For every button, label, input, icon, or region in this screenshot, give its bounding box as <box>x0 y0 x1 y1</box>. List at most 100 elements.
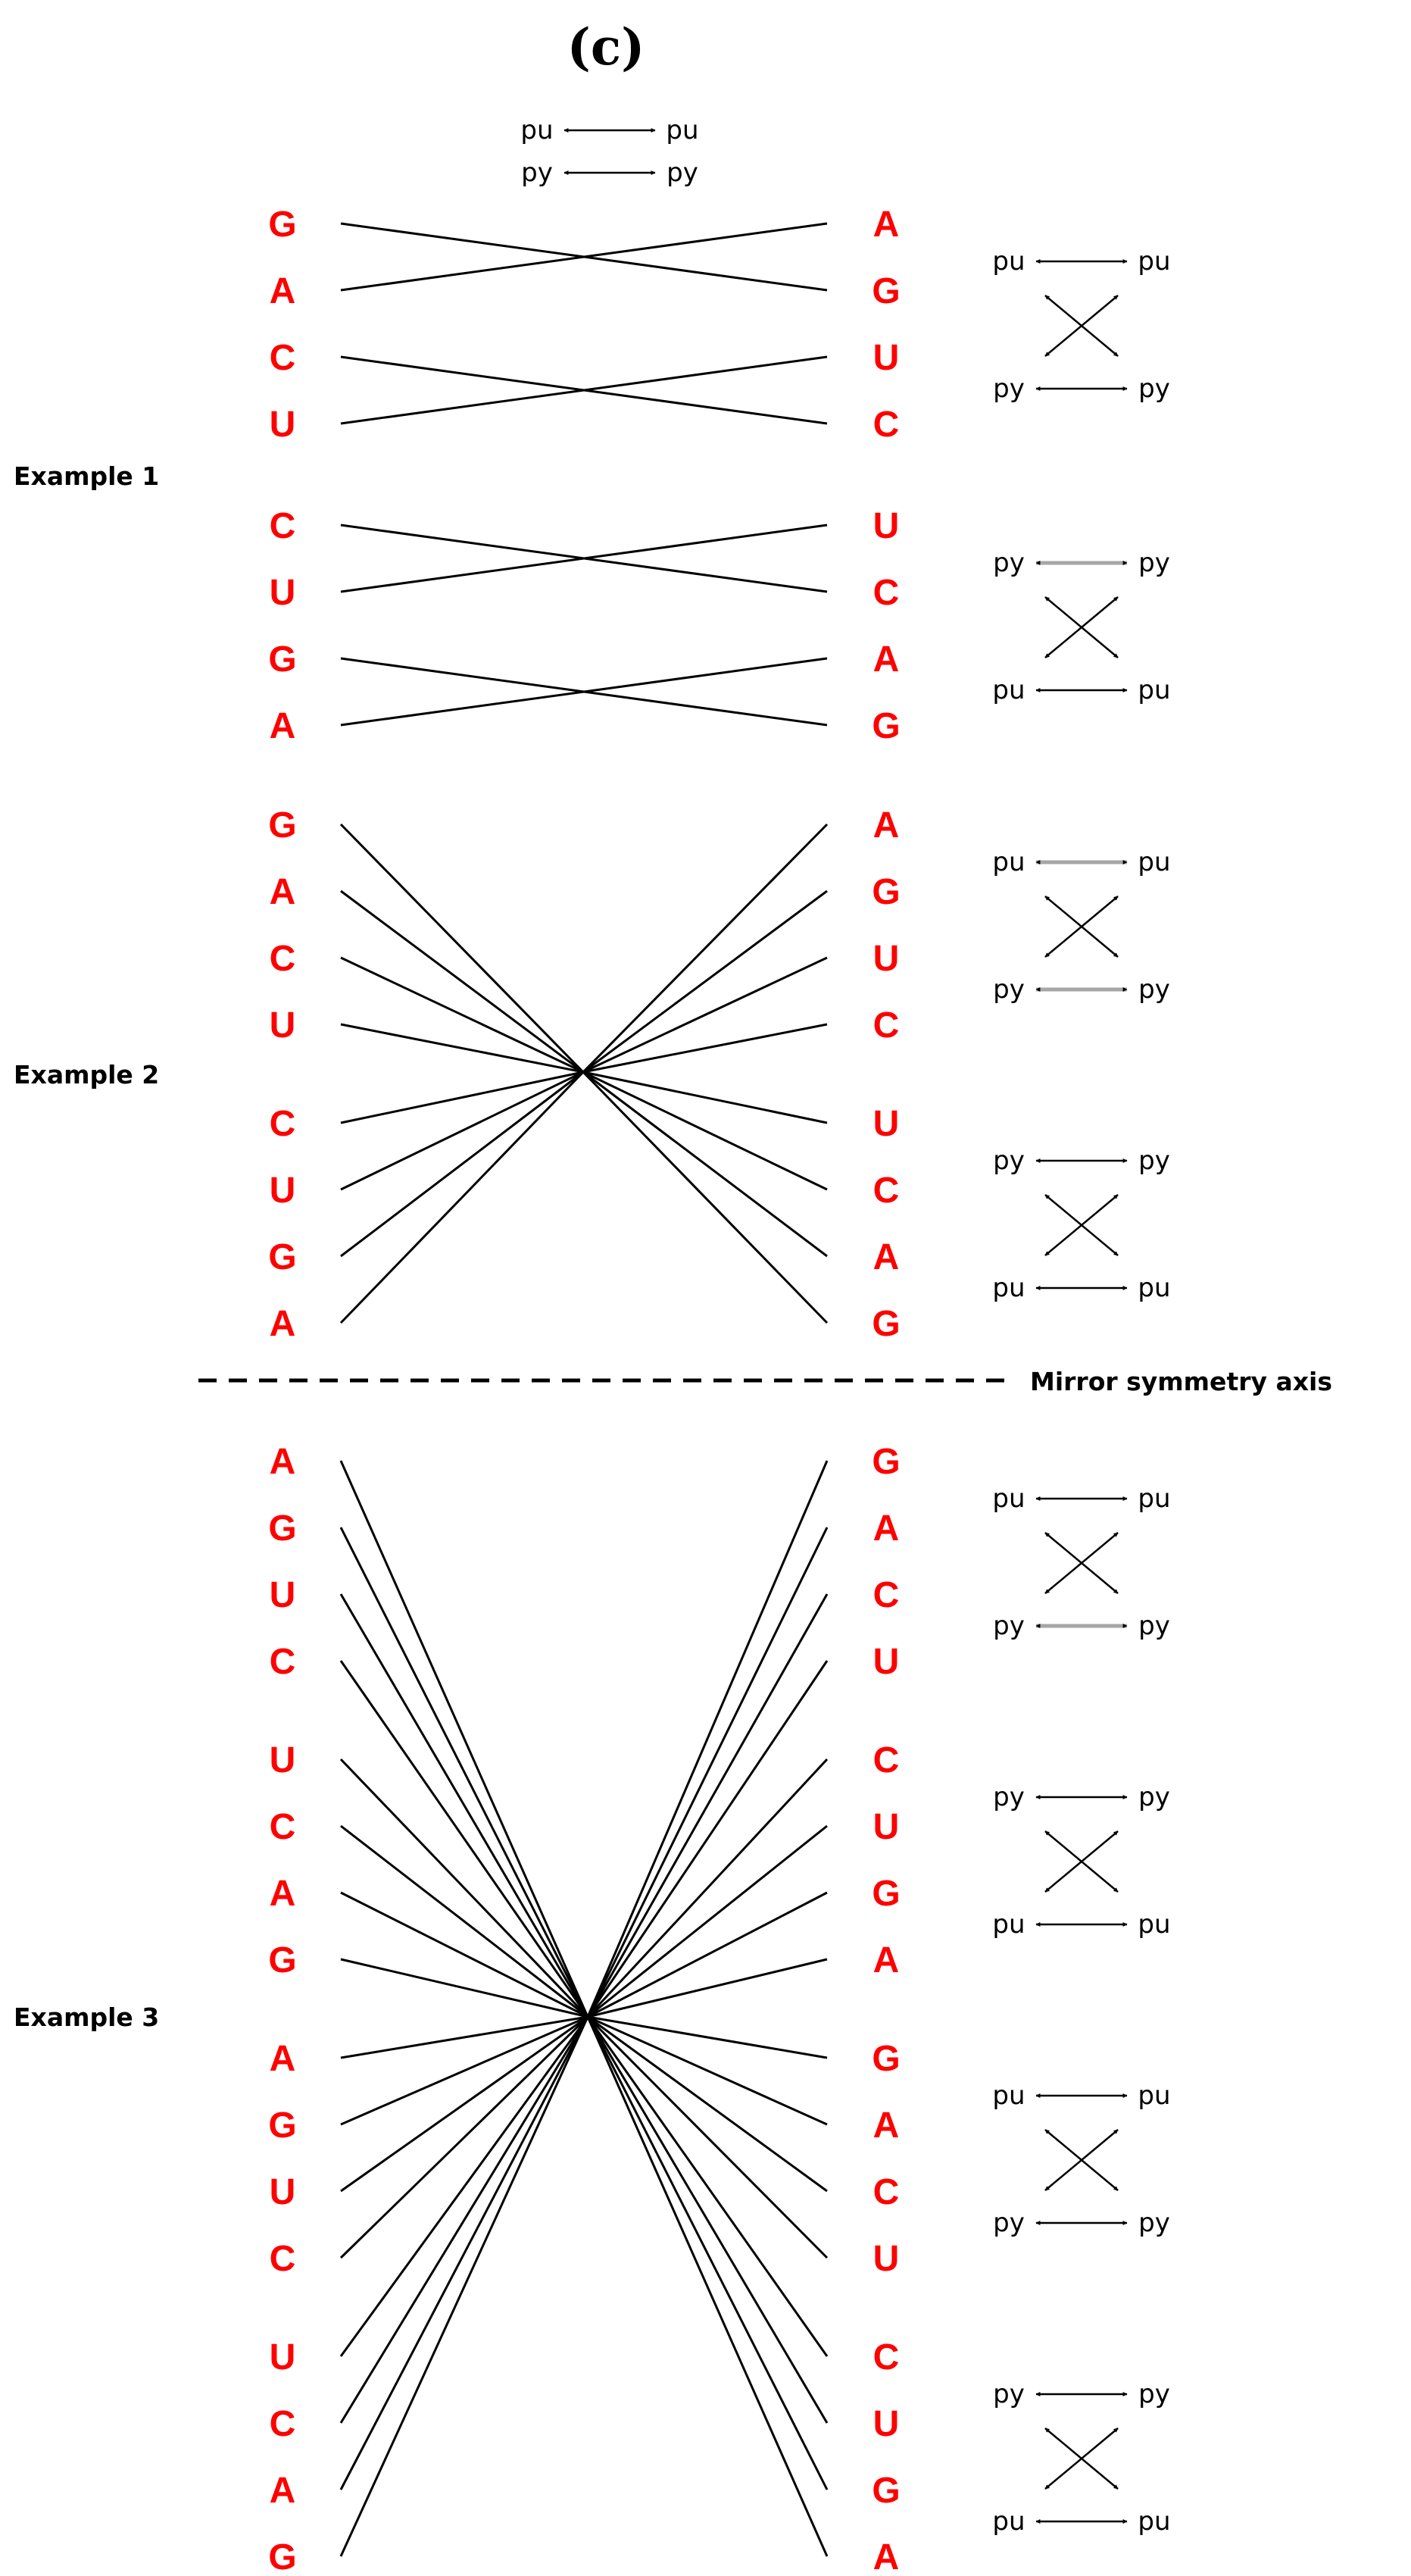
pair-left-label: py <box>521 158 553 188</box>
pair-right-label: py <box>1138 2208 1170 2238</box>
right-base: A <box>873 205 900 245</box>
group-cross-arrows <box>1044 1532 1119 1594</box>
right-ray <box>582 889 828 1074</box>
left-base: A <box>270 2039 296 2079</box>
left-ray <box>339 823 585 1074</box>
left-ray <box>340 2015 588 2193</box>
left-ray <box>339 1071 585 1324</box>
right-base: G <box>872 872 900 912</box>
right-base: A <box>873 1237 900 1277</box>
right-ray <box>586 1593 829 2018</box>
pair-left-label: py <box>993 1146 1025 1176</box>
left-base: A <box>270 1874 296 1914</box>
group-cross-arrows <box>1044 2428 1119 2490</box>
left-base: A <box>270 1442 296 1482</box>
left-ray <box>340 1824 588 2018</box>
right-base: C <box>873 573 900 613</box>
left-ray <box>340 2015 588 2126</box>
right-base: G <box>872 2471 900 2511</box>
left-ray <box>340 1071 584 1124</box>
left-ray <box>340 2015 588 2059</box>
pair-right-label: pu <box>1138 2080 1170 2111</box>
group-cross-arrows <box>1044 596 1119 658</box>
left-ray <box>339 1527 589 2018</box>
pair-right-label: py <box>1138 2379 1170 2409</box>
right-ray <box>587 2015 828 2059</box>
right-base: U <box>873 1807 900 1847</box>
left-ray <box>340 956 584 1074</box>
right-ray <box>582 1023 828 1074</box>
left-base: G <box>268 1237 296 1277</box>
diagonal-arrow <box>1044 1830 1119 1893</box>
right-base: C <box>873 1740 900 1780</box>
example-label: Example 2 <box>14 1060 159 1089</box>
left-base: U <box>270 2172 296 2212</box>
left-ray <box>339 2016 589 2424</box>
right-ray <box>582 823 829 1074</box>
right-ray <box>586 1758 829 2018</box>
pair-left-label: py <box>993 548 1025 578</box>
diagonal-arrow <box>1044 1532 1119 1594</box>
pair-left-label: pu <box>992 1483 1025 1514</box>
left-base: G <box>268 2106 296 2146</box>
left-base: C <box>270 939 296 979</box>
pair-right-label: py <box>1138 374 1170 404</box>
example-label: Example 1 <box>14 461 159 491</box>
pair-right-label: pu <box>1138 1273 1170 1303</box>
left-base: U <box>270 1005 296 1046</box>
left-base: C <box>270 2404 296 2444</box>
group-cross-arrows <box>1044 1194 1119 1256</box>
left-ray <box>340 1891 588 2018</box>
right-base: C <box>873 1171 900 1211</box>
right-ray <box>587 1824 828 2018</box>
right-ray <box>587 2015 828 2193</box>
left-base: A <box>270 872 296 912</box>
right-ray <box>582 1071 829 1324</box>
left-base: C <box>270 1642 296 1682</box>
diagonal-arrow <box>1044 2428 1119 2490</box>
pair-right-label: py <box>1138 974 1170 1005</box>
left-base: C <box>270 338 296 378</box>
left-base: A <box>270 271 296 311</box>
pair-right-label: pu <box>1138 2506 1170 2537</box>
group-bottom-pair: pu pu <box>992 675 1170 705</box>
pair-right-label: pu <box>1138 1483 1170 1514</box>
group-top-pair: py py <box>993 1146 1170 1176</box>
right-ray <box>586 2016 829 2424</box>
pair-left-label: pu <box>992 1909 1025 1940</box>
left-base: A <box>270 706 296 746</box>
right-ray <box>586 2016 829 2490</box>
diagonal-arrow <box>1044 1194 1119 1256</box>
figure-title: (c) <box>567 17 645 77</box>
right-base: G <box>872 271 900 311</box>
right-base: U <box>873 338 900 378</box>
group-bottom-pair: pu pu <box>992 2506 1170 2537</box>
pair-left-label: py <box>993 1782 1025 1812</box>
mirror-symmetry-axis-label: Mirror symmetry axis <box>1030 1367 1332 1396</box>
pair-left-label: pu <box>992 2506 1025 2537</box>
right-base: G <box>872 1304 900 1344</box>
pair-right-label: pu <box>1138 675 1170 705</box>
left-ray <box>340 1071 584 1258</box>
left-base: G <box>268 639 296 680</box>
pair-left-label: pu <box>992 675 1025 705</box>
pair-right-label: py <box>1138 1146 1170 1176</box>
pair-right-label: pu <box>1138 847 1170 877</box>
left-base: G <box>268 805 296 846</box>
right-ray <box>587 2015 828 2126</box>
pair-left-label: pu <box>520 115 553 145</box>
group-cross-arrows <box>1044 295 1119 357</box>
right-base: A <box>873 639 900 680</box>
right-ray <box>586 1660 829 2018</box>
